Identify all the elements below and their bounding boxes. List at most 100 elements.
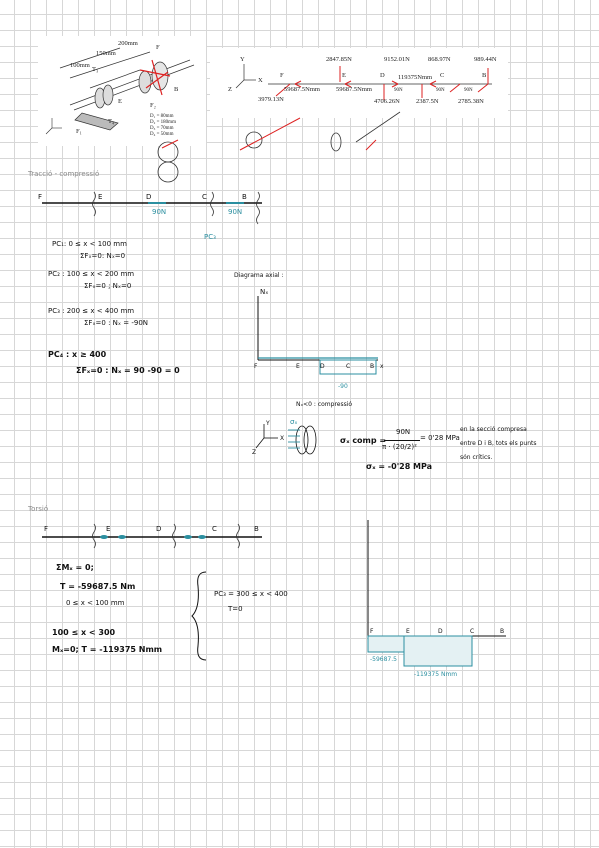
torsion-eq: T = -59687.5 Nm (60, 582, 136, 591)
stress-comment-line: entre D i B, tots els punts (460, 440, 537, 447)
axial-diagram-title: Diagrama axial : (234, 272, 284, 279)
iso-label-b: B (174, 86, 179, 93)
force-label: 90N (464, 88, 473, 93)
beam1-cut-label: PC₃ (204, 233, 216, 241)
beam1-load: 90N (228, 208, 243, 216)
moment-label: 59687.5Nmm (336, 86, 372, 93)
torsion-brace-eq: PC₃ = 300 ≤ x < 400 (214, 590, 288, 598)
axial-point-d: D (320, 363, 325, 370)
eq-pc3-head: PC₃ : 200 ≤ x < 400 mm (48, 307, 135, 315)
force-label: 4706.26N (374, 98, 400, 105)
force-label: 2847.85N (326, 56, 352, 63)
beam1-point-d: D (146, 193, 152, 201)
stress-comment-line: en la secció compresa (460, 426, 527, 433)
eq-pc4-body: ΣFₓ=0 : Nₓ = 90 -90 = 0 (76, 366, 180, 375)
eq-pc4-head: PC₄ : x ≥ 400 (48, 350, 107, 359)
force-label: 9152.01N (384, 56, 410, 63)
torsion-eq: 100 ≤ x < 300 (52, 628, 116, 637)
eq-pc2-head: PC₂ : 100 ≤ x < 200 mm (48, 270, 135, 278)
stress-sigma-label: σₓ (290, 418, 298, 426)
beam1-point-c: C (202, 193, 207, 201)
beam2-point-c: C (212, 525, 217, 533)
shaft-figure (38, 36, 206, 146)
dim-d2: 150mm (96, 50, 116, 57)
iso-label-e: E (118, 98, 122, 105)
beam1-point-e: E (98, 193, 103, 201)
section-title-torsio: Torsió (28, 505, 49, 513)
torsion-brace-eq: T=0 (228, 605, 243, 613)
torsion-value-2: -119375 Nmm (414, 671, 458, 678)
torsion-point-b: B (500, 628, 505, 635)
fbd-axis-x: X (258, 77, 263, 84)
beam2-point-e: E (106, 525, 111, 533)
moment-label: 119375Nmm (398, 74, 433, 81)
force-label: 90N (436, 88, 445, 93)
fraction-bar (384, 440, 420, 441)
stress-axis-z: Z (252, 449, 257, 456)
moment-label: 59687.5Nmm (284, 86, 320, 93)
fbd-point-d: D (380, 72, 385, 79)
axial-x-label: x (380, 363, 384, 370)
force-label: 2387.5N (416, 98, 439, 105)
axial-note: Nₓ<0 : compressió (296, 401, 353, 408)
stress-result: = 0'28 MPa (420, 434, 460, 442)
dim-d3: 100mm (70, 62, 90, 69)
iso-label-t3: T₃ (92, 66, 99, 73)
eq-pc2-body: ΣFₓ=0 ; Nₓ=0 (84, 282, 132, 290)
axial-point-f: F (254, 363, 258, 370)
fbd-point-f: F (280, 72, 284, 79)
torsion-eq: Mₓ=0; T = -119375 Nmm (52, 645, 163, 654)
axial-point-e: E (296, 363, 300, 370)
beam2-point-b: B (254, 525, 259, 533)
force-label: 868.97N (428, 56, 451, 63)
fbd-axis-z: Z (228, 86, 232, 93)
torsion-point-f: F (370, 628, 374, 635)
axial-value: -90 (338, 383, 348, 390)
fbd-point-c: C (440, 72, 445, 79)
force-label: 989.44N (474, 56, 497, 63)
free-body-diagram (210, 48, 508, 118)
stress-axis-x: X (280, 435, 285, 442)
iso-label-f: F (156, 44, 160, 51)
stress-final: σₓ = -0'28 MPa (366, 462, 433, 471)
stress-denominator: π · (20/2)² (382, 443, 417, 451)
dim-d1: 200mm (118, 40, 138, 47)
beam1-load: 90N (152, 208, 167, 216)
eq-pc3-body: ΣFₓ=0 : Nₓ = -90N (84, 319, 149, 327)
axial-point-c: C (346, 363, 351, 370)
stress-eq-left: σₓ comp = (340, 436, 387, 445)
torsion-eq: ΣMₓ = 0; (56, 563, 94, 572)
beam2-point-d: D (156, 525, 162, 533)
eq-pc1-head: PC₁: 0 ≤ x < 100 mm (52, 240, 127, 248)
force-label: 2785.38N (458, 98, 484, 105)
dim-legend-1: D₁ = 80mm (150, 114, 174, 119)
section-title-traccio: Tracció - compressió (28, 170, 100, 178)
iso-label-f1: F₁ (76, 128, 82, 135)
fbd-point-b: B (482, 72, 487, 79)
torsion-eq: 0 ≤ x < 100 mm (66, 599, 125, 607)
axial-axis-label: Nₓ (260, 288, 269, 296)
force-label: 90N (394, 88, 403, 93)
dim-legend-4: D₄ = 50mm (150, 132, 174, 137)
beam2-point-f: F (44, 525, 49, 533)
eq-pc1-body: ΣFₓ=0: Nₓ=0 (80, 252, 126, 260)
iso-label-f2: F₂ (150, 102, 156, 109)
stress-comment-line: són crítics. (460, 454, 493, 461)
torsion-point-c: C (470, 628, 475, 635)
stress-axis-y: Y (266, 420, 270, 427)
stress-numerator: 90N (396, 428, 411, 436)
torsion-point-d: D (438, 628, 443, 635)
beam1-point-b: B (242, 193, 247, 201)
torsion-value-1: -59687.5 (370, 656, 397, 663)
iso-label-t4: T₄ (108, 118, 115, 125)
force-label: 3979.13N (258, 96, 284, 103)
axial-point-b: B (370, 363, 375, 370)
beam1-point-f: F (38, 193, 43, 201)
